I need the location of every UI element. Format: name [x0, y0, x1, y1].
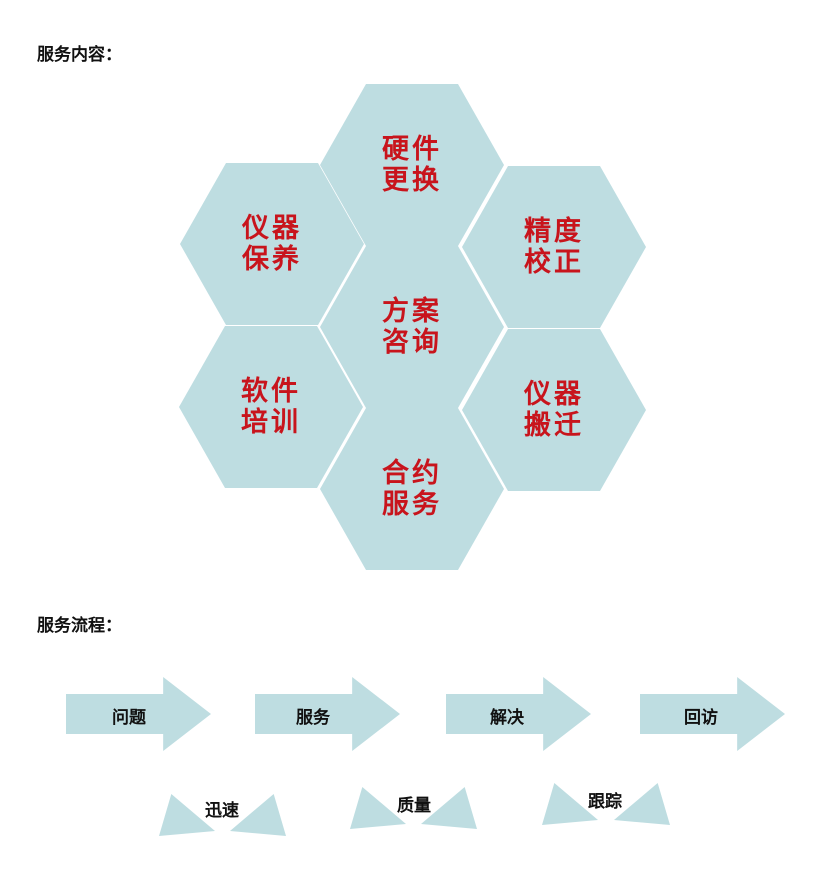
services-section-title: 服务内容：	[37, 45, 122, 65]
quality-label-speed: 迅速	[205, 801, 239, 821]
hex-label-line: 培训	[241, 407, 301, 438]
hex-label: 软件 培训	[241, 376, 301, 438]
hex-label-line: 仪器	[524, 379, 584, 410]
process-step-label: 服务	[296, 708, 330, 728]
hex-label-line: 方案	[382, 296, 442, 327]
process-step-label: 问题	[112, 708, 146, 728]
hex-label: 合约 服务	[382, 458, 442, 520]
hex-label: 精度 校正	[524, 216, 584, 278]
hex-label-line: 更换	[382, 165, 442, 196]
hex-label-line: 仪器	[242, 213, 302, 244]
hex-label-line: 咨询	[382, 327, 442, 358]
hex-label-line: 保养	[242, 244, 302, 275]
hex-label: 硬件 更换	[382, 134, 442, 196]
hex-label-line: 精度	[524, 216, 584, 247]
hex-label-line: 合约	[382, 458, 442, 489]
hex-label-line: 服务	[382, 489, 442, 520]
process-step-label: 回访	[684, 708, 718, 728]
hex-label-line: 搬迁	[524, 410, 584, 441]
hex-label: 仪器 搬迁	[524, 379, 584, 441]
hex-label-line: 校正	[524, 247, 584, 278]
hex-label: 方案 咨询	[382, 296, 442, 358]
process-step-label: 解决	[490, 708, 524, 728]
hex-label: 仪器 保养	[242, 213, 302, 275]
hex-label-line: 硬件	[382, 134, 442, 165]
quality-label-tracking: 跟踪	[588, 792, 622, 812]
hex-label-line: 软件	[241, 376, 301, 407]
process-section-title: 服务流程：	[37, 616, 122, 636]
quality-label-quality: 质量	[397, 796, 431, 816]
